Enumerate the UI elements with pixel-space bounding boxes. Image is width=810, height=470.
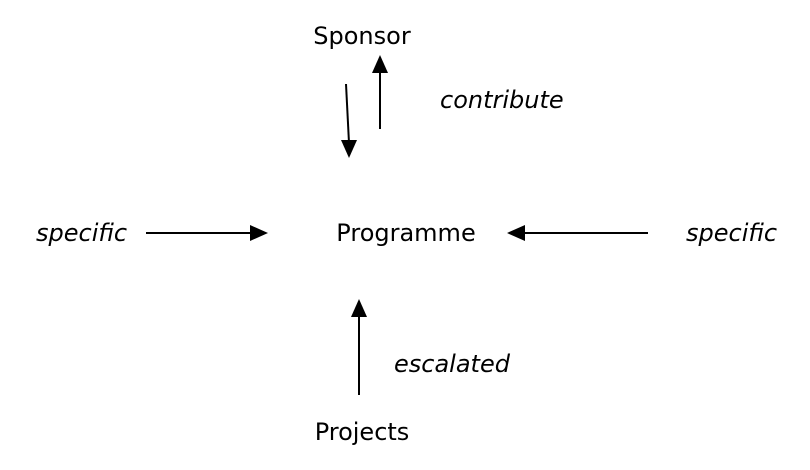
sponsor-to-programme-arrow bbox=[341, 83, 357, 158]
programme-node-label: Programme bbox=[336, 219, 475, 247]
right-specific-arrow bbox=[507, 225, 648, 241]
right-specific-label: specific bbox=[686, 219, 777, 247]
escalated-label: escalated bbox=[394, 350, 511, 378]
projects-node-label: Projects bbox=[315, 418, 410, 446]
sponsor-node-label: Sponsor bbox=[313, 22, 411, 50]
left-specific-arrow bbox=[146, 225, 268, 241]
programme-to-sponsor-arrow bbox=[372, 55, 388, 129]
left-specific-label: specific bbox=[36, 219, 127, 247]
projects-to-programme-arrow bbox=[351, 299, 367, 395]
contribute-label: contribute bbox=[440, 86, 564, 114]
